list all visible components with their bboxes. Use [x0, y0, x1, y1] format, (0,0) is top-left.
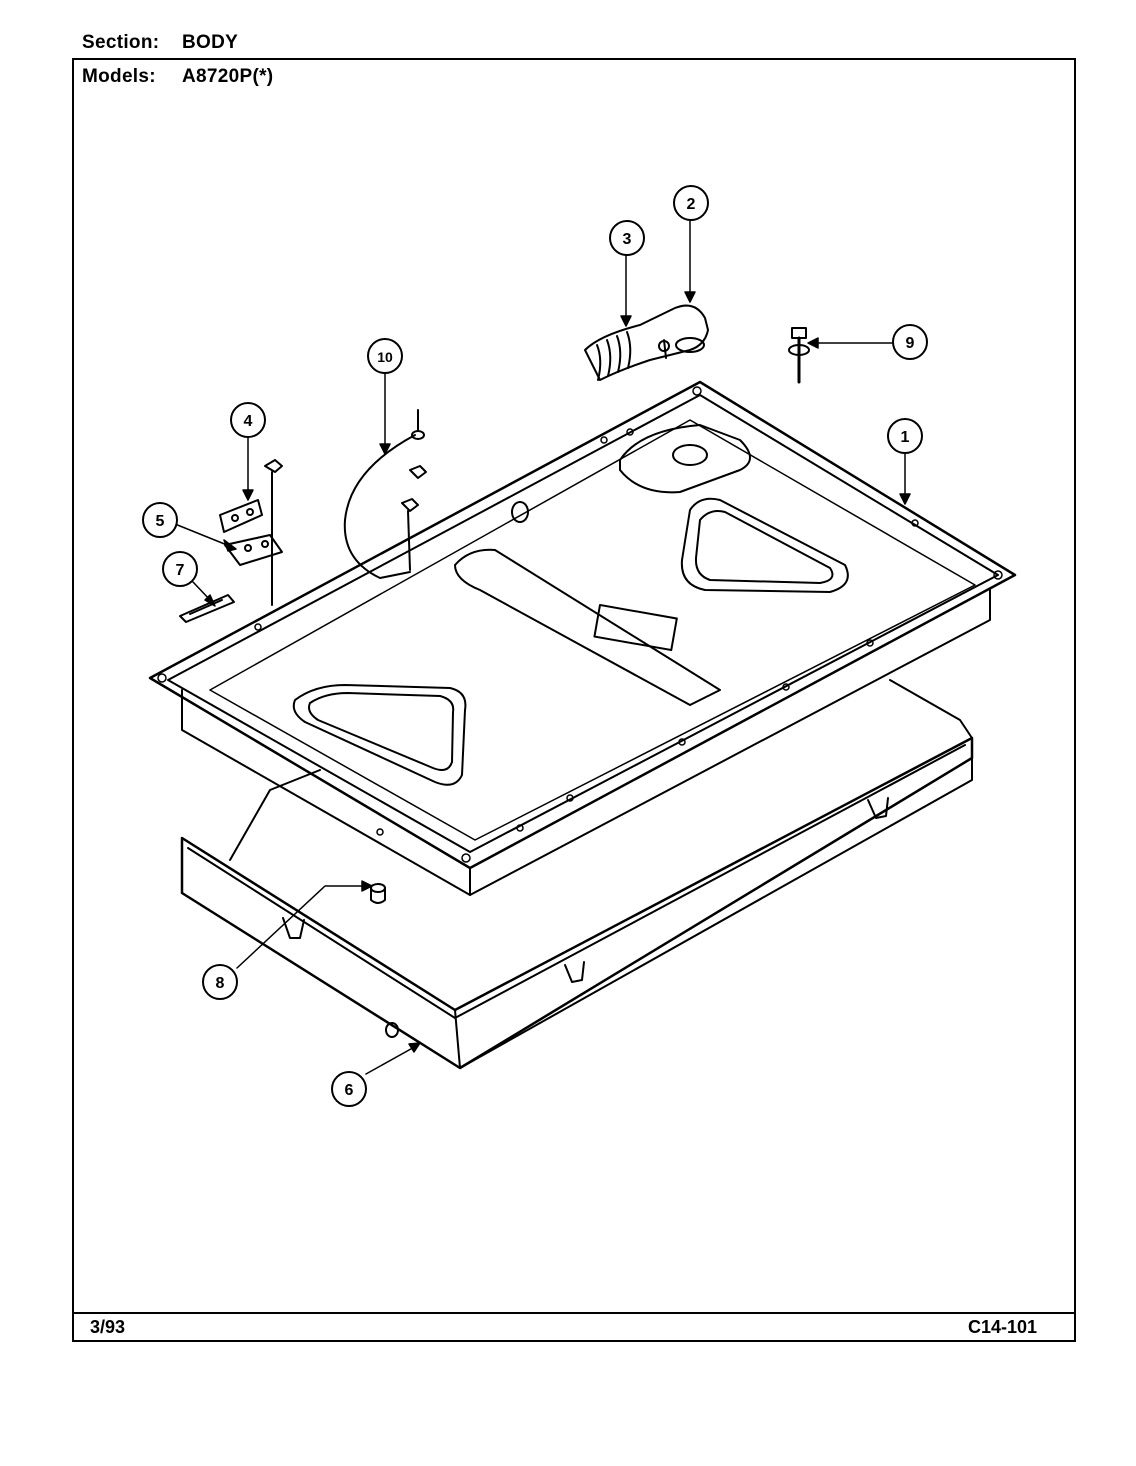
- callout-4: 4: [244, 413, 253, 430]
- callout-1: 1: [901, 429, 910, 446]
- callout-5: 5: [156, 513, 165, 530]
- top-tub: [148, 380, 1017, 896]
- models-label: Models:: [82, 66, 156, 87]
- models-header: Models: A8720P(*): [82, 66, 273, 88]
- screw-top-left: [264, 459, 283, 606]
- plug-8: [370, 883, 386, 904]
- section-value: BODY: [182, 32, 239, 53]
- diagram-frame: [72, 58, 1076, 1342]
- hose-elbow: [584, 304, 709, 381]
- footer-date: 3/93: [90, 1317, 126, 1337]
- callout-3: 3: [623, 231, 632, 248]
- callout-2: 2: [687, 196, 696, 213]
- callout-markers: [142, 185, 928, 1107]
- footer-divider: [72, 1312, 1076, 1314]
- models-value: A8720P(*): [182, 66, 274, 87]
- screw-9: [788, 327, 810, 384]
- section-label: Section:: [82, 32, 160, 53]
- callout-7: 7: [176, 562, 185, 579]
- section-header: Section: BODY: [82, 32, 238, 54]
- callout-8: 8: [216, 975, 225, 992]
- callout-9: 9: [906, 335, 915, 352]
- callout-10: 10: [377, 349, 393, 365]
- ground-wire-10: [343, 409, 427, 579]
- leader-lines: [174, 219, 911, 1075]
- base-pan: [180, 679, 974, 1070]
- footer-page-code: C14-101: [968, 1317, 1038, 1337]
- callout-6: 6: [345, 1082, 354, 1099]
- bracket-4: [219, 499, 263, 533]
- hinge-5: [224, 534, 283, 566]
